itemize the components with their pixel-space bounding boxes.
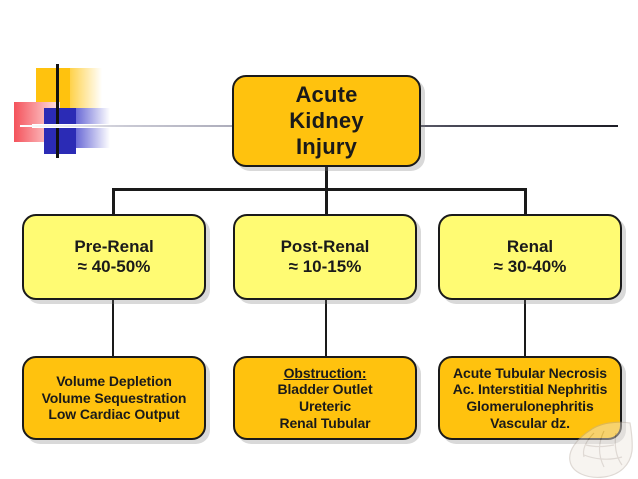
pre-renal-cause-1: Volume Depletion <box>56 373 172 390</box>
node-post-renal-causes[interactable]: Obstruction: Bladder Outlet Ureteric Ren… <box>233 356 417 440</box>
connector-horizontal-bus <box>112 188 527 191</box>
connector-stem-post-renal <box>325 188 328 216</box>
node-post-renal-label: Post-Renal <box>280 236 370 256</box>
logo-vertical-bar <box>56 64 59 158</box>
post-renal-causes-heading: Obstruction: <box>283 364 367 381</box>
node-renal-causes[interactable]: Acute Tubular Necrosis Ac. Interstitial … <box>438 356 622 440</box>
post-renal-cause-3: Renal Tubular <box>279 414 371 431</box>
connector-stem-pre-renal <box>112 188 115 216</box>
renal-cause-3: Glomerulonephritis <box>466 398 594 414</box>
pre-renal-cause-3: Low Cardiac Output <box>48 406 180 423</box>
node-title-line-2: Kidney <box>289 108 364 134</box>
connector-post-renal-to-causes <box>325 299 327 357</box>
node-pre-renal-label: Pre-Renal <box>74 236 154 256</box>
node-renal-percent: ≈ 30-40% <box>493 257 567 276</box>
node-title-line-3: Injury <box>295 133 358 159</box>
node-title-line-1: Acute <box>295 82 358 108</box>
node-post-renal[interactable]: Post-Renal ≈ 10-15% <box>233 214 417 300</box>
connector-pre-renal-to-causes <box>112 299 114 357</box>
post-renal-cause-1: Bladder Outlet <box>277 381 373 398</box>
connector-stem-renal <box>524 188 527 216</box>
pre-renal-cause-2: Volume Sequestration <box>41 389 187 406</box>
node-pre-renal-causes[interactable]: Volume Depletion Volume Sequestration Lo… <box>22 356 206 440</box>
node-renal-label: Renal <box>506 236 554 256</box>
node-post-renal-percent: ≈ 10-15% <box>288 257 362 276</box>
post-renal-cause-2: Ureteric <box>298 398 352 414</box>
connector-renal-to-causes <box>524 299 526 357</box>
node-acute-kidney-injury[interactable]: Acute Kidney Injury <box>232 75 421 167</box>
powerpoint-design-logo <box>14 64 110 158</box>
kidney-watermark-icon <box>569 421 633 478</box>
logo-blue-gradient-square <box>76 108 110 148</box>
renal-cause-2: Ac. Interstitial Nephritis <box>452 381 608 398</box>
node-pre-renal-percent: ≈ 40-50% <box>77 257 151 276</box>
logo-blue-square <box>44 108 76 154</box>
logo-yellow-gradient-square <box>70 68 102 112</box>
node-renal[interactable]: Renal ≈ 30-40% <box>438 214 622 300</box>
renal-cause-4: Vascular dz. <box>490 414 570 431</box>
node-pre-renal[interactable]: Pre-Renal ≈ 40-50% <box>22 214 206 300</box>
connector-title-trunk <box>325 167 328 190</box>
renal-cause-1: Acute Tubular Necrosis <box>453 364 607 381</box>
